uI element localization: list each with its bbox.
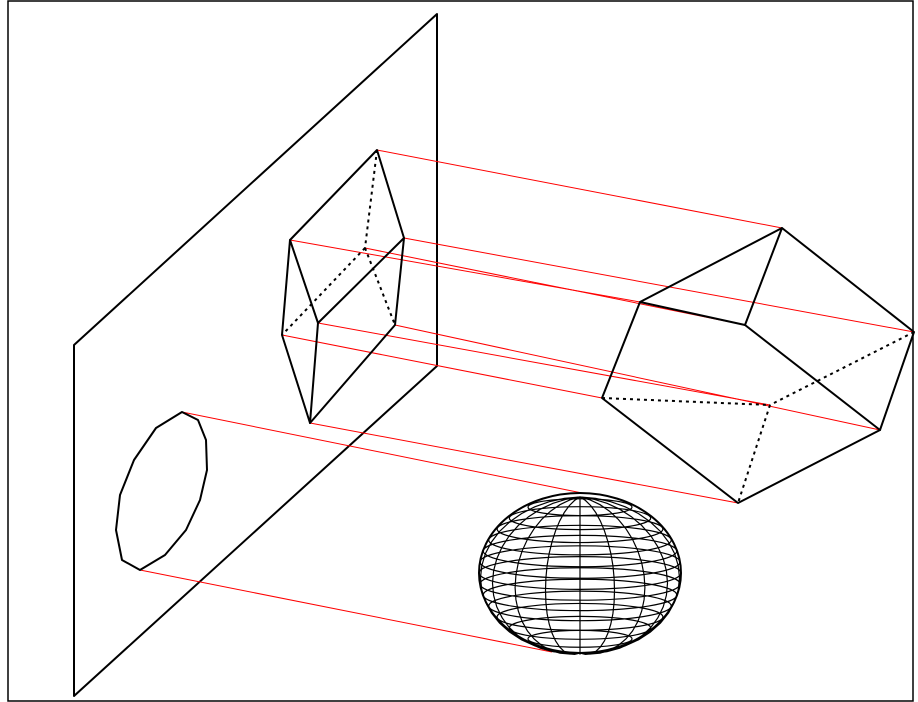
projection-line bbox=[310, 423, 738, 503]
cube bbox=[602, 228, 914, 503]
cube-projection-outline bbox=[282, 150, 404, 423]
projection-line bbox=[404, 238, 914, 332]
cube-projection bbox=[282, 150, 404, 423]
projection-line bbox=[182, 412, 582, 493]
sphere bbox=[479, 493, 681, 655]
circle-projection bbox=[116, 412, 207, 570]
projection-line bbox=[395, 325, 880, 430]
cube-projection-lines bbox=[282, 150, 914, 503]
cube-outline bbox=[602, 228, 914, 503]
projection-line bbox=[282, 335, 602, 398]
